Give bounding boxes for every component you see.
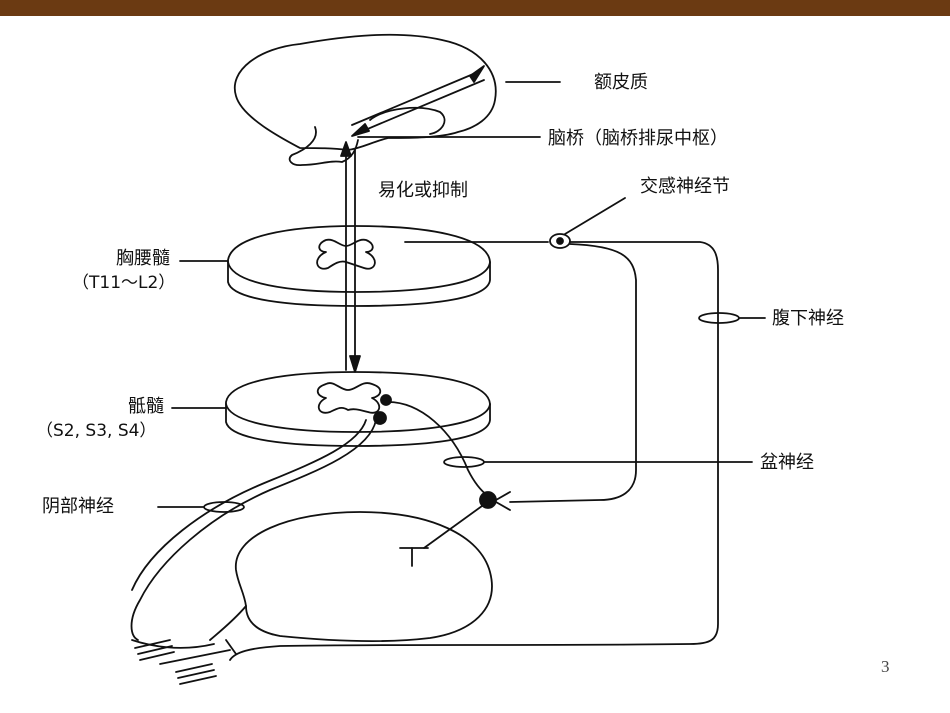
hypogastric-nerve-label: 腹下神经 bbox=[772, 308, 844, 329]
urethra-lower bbox=[159, 649, 231, 665]
facilitate-inhibit-label: 易化或抑制 bbox=[378, 180, 468, 201]
frontal-cortex-label: 额皮质 bbox=[594, 72, 648, 93]
thoracolumbar-gray-matter bbox=[316, 238, 376, 270]
ganglion-soma bbox=[556, 237, 564, 245]
ganglion-leader bbox=[564, 197, 626, 235]
micturition-neural-diagram: 额皮质 脑桥（脑桥排尿中枢） 易化或抑制 交感神经节 胸腰髓 （T11～L2） … bbox=[36, 33, 844, 685]
hypogastric-nerve-path bbox=[229, 241, 719, 661]
pelvic-nerve-label: 盆神经 bbox=[760, 452, 814, 473]
cortex-arrowhead-down bbox=[351, 123, 370, 137]
hypogastric-terminal bbox=[225, 639, 237, 655]
thoracolumbar-cord-edge bbox=[227, 261, 491, 293]
sacral-cord-disc bbox=[225, 371, 491, 447]
pudendal-nerve-label: 阴部神经 bbox=[42, 496, 114, 517]
sacral-motor-neuron-2 bbox=[373, 411, 387, 425]
bladder-outline bbox=[235, 511, 493, 642]
sacral-gray-matter bbox=[316, 382, 382, 414]
pathway-arrowhead-down bbox=[349, 355, 361, 373]
sympathetic-ganglion-label: 交感神经节 bbox=[640, 176, 730, 197]
pelvic-ganglion-branch-1 bbox=[495, 491, 511, 501]
thoracolumbar-cord-label: 胸腰髓 bbox=[116, 248, 170, 269]
pathway-arrowhead-up bbox=[340, 141, 352, 157]
pelvic-ganglion-branch-2 bbox=[495, 501, 511, 511]
thoracolumbar-levels-label: （T11～L2） bbox=[72, 273, 175, 293]
sacral-cord-edge bbox=[225, 403, 491, 433]
sacral-levels-label: （S2, S3, S4） bbox=[36, 421, 156, 441]
sympathetic-ganglion bbox=[549, 233, 571, 249]
pelvic-nerve-path bbox=[387, 401, 489, 497]
cerebellum-outline bbox=[369, 106, 446, 135]
thoracolumbar-cord-disc bbox=[227, 225, 491, 307]
sacral-motor-neuron bbox=[380, 394, 392, 406]
sphincter-lines-2 bbox=[175, 663, 217, 685]
pons-label: 脑桥（脑桥排尿中枢） bbox=[548, 128, 728, 149]
hypogastric-nerve-marker bbox=[698, 312, 740, 324]
cortex-arrow-line-1 bbox=[351, 71, 479, 126]
brain-outline bbox=[233, 33, 497, 151]
pudendal-nerve-path bbox=[130, 419, 377, 641]
bladder-neck bbox=[209, 605, 247, 641]
cortex-arrowhead-up bbox=[469, 65, 485, 83]
brainstem-outline bbox=[288, 126, 359, 166]
postganglionic-fiber bbox=[423, 505, 483, 549]
cortex-arrow-line-2 bbox=[357, 79, 485, 134]
sphincter-lines-1 bbox=[134, 639, 175, 661]
sacral-cord-label: 骶髓 bbox=[128, 396, 164, 417]
ganglion-to-pelvic-ganglion bbox=[509, 243, 637, 503]
pudendal-nerve-path-2 bbox=[131, 419, 367, 591]
page-number: 3 bbox=[881, 657, 890, 676]
top-bar bbox=[0, 0, 950, 16]
